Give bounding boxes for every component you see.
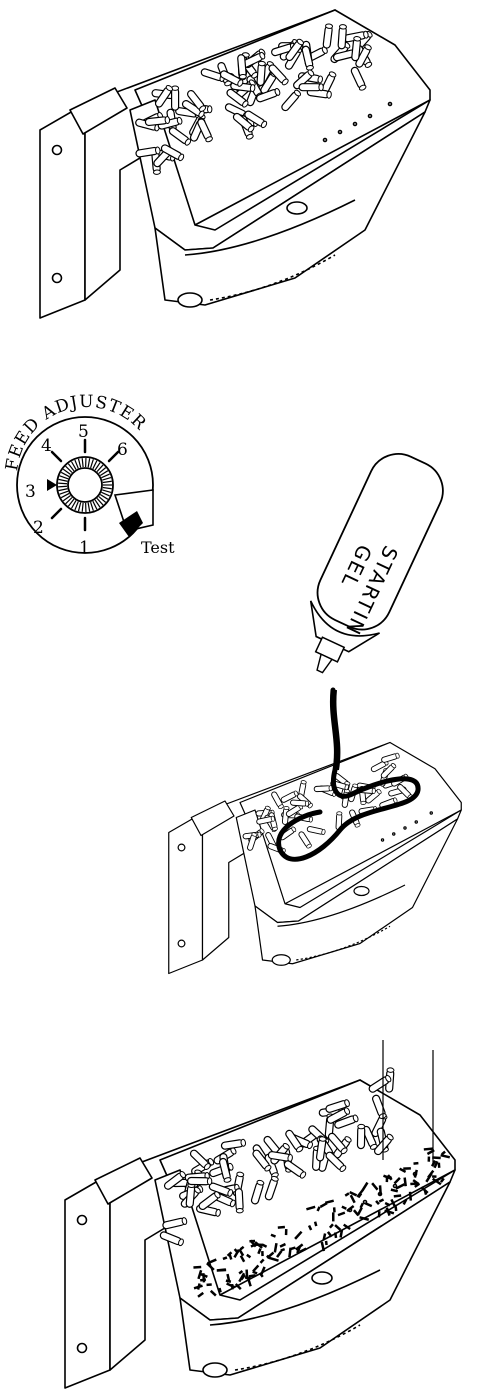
pellet	[235, 1189, 243, 1214]
fill-fragment	[378, 1211, 381, 1217]
dial-number-4: 4	[41, 436, 52, 456]
fill-fragment	[321, 1242, 326, 1252]
dial-number-2: 2	[33, 518, 44, 538]
fill-fragment	[394, 1206, 397, 1211]
hopper-with-gel-illustration	[169, 743, 462, 974]
hopper-filled-illustration	[65, 1068, 455, 1388]
feed-adjuster-dial: 5 4 6 3 2 1 Test FEED ADJUSTER	[2, 392, 175, 558]
starting-gel-bottle: STARTIN GEL	[285, 444, 452, 687]
fill-fragment	[432, 1175, 436, 1178]
fill-fragment	[325, 1241, 328, 1245]
fill-fragment	[285, 1229, 288, 1235]
fill-fragment	[413, 1162, 418, 1165]
dial-number-3: 3	[25, 482, 36, 502]
fill-fragment	[332, 1212, 335, 1221]
pellet	[338, 24, 347, 49]
fill-fragment	[245, 1270, 248, 1280]
hopper-full-illustration	[40, 10, 430, 318]
pellet	[299, 84, 323, 91]
pellet	[314, 786, 332, 792]
fill-fragment	[438, 1163, 441, 1168]
pellet	[188, 1177, 212, 1184]
fill-fragment	[333, 1207, 336, 1212]
fill-fragment	[403, 1167, 411, 1170]
pellet	[257, 61, 266, 86]
fill-fragment	[261, 1251, 264, 1256]
knurl-line	[58, 486, 67, 487]
fill-fragment	[231, 1284, 234, 1290]
fill-fragment	[428, 1157, 431, 1162]
dial-number-5: 5	[78, 422, 89, 442]
dial-test-label: Test	[141, 538, 175, 557]
fill-fragment	[249, 1240, 255, 1243]
knurl-line	[58, 483, 67, 484]
pellet	[357, 1124, 364, 1148]
dial-number-1: 1	[79, 538, 90, 558]
pellet	[290, 800, 308, 807]
dial-number-6: 6	[117, 440, 128, 460]
fill-fragment	[206, 1283, 211, 1286]
